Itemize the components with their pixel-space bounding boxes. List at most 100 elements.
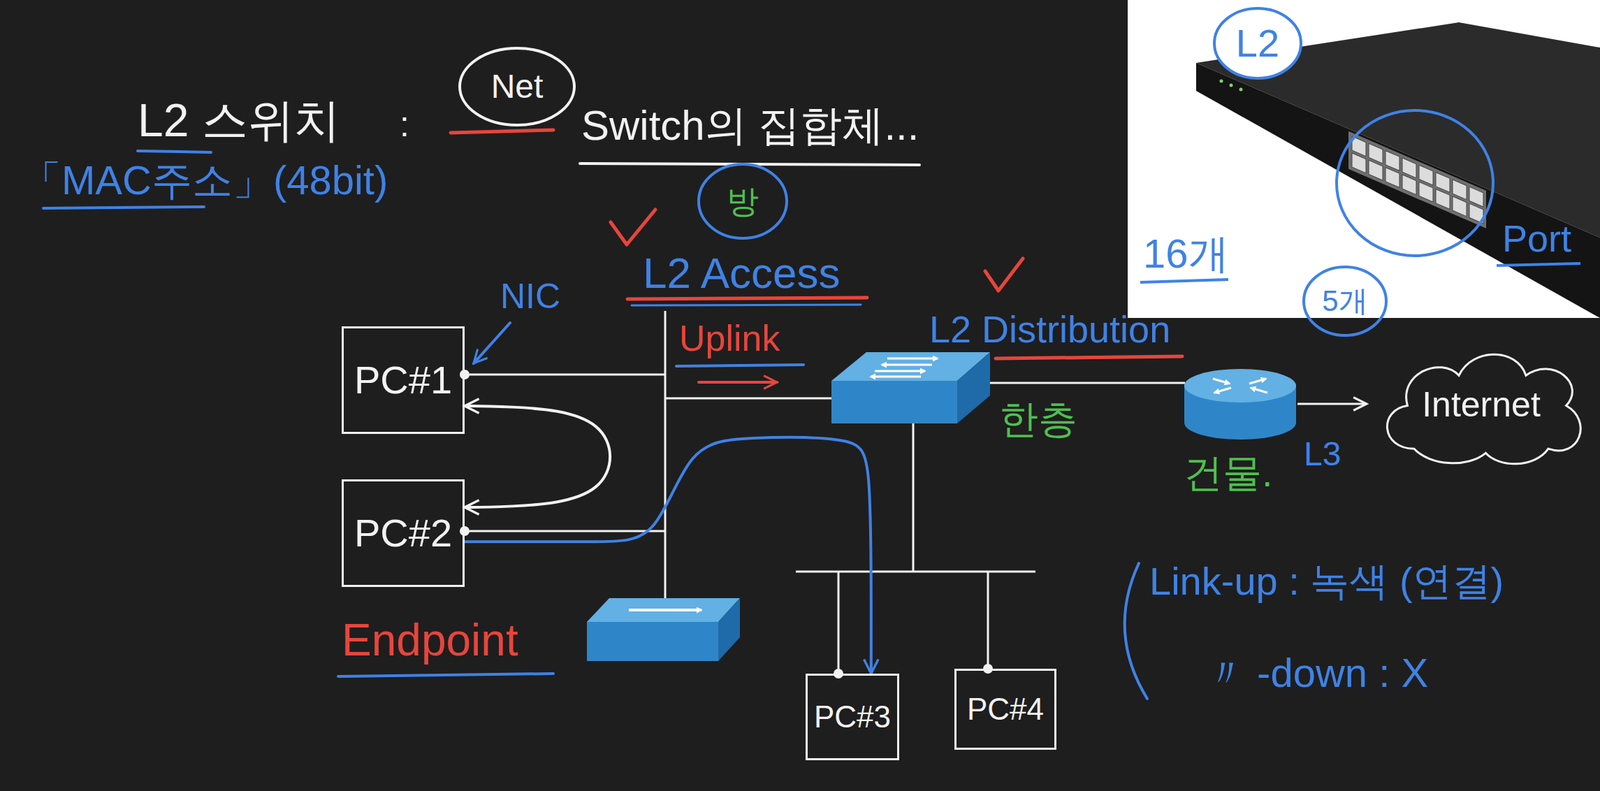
router-icon (1184, 368, 1297, 440)
node-text: Net (491, 67, 544, 106)
underline (1496, 263, 1581, 266)
switch-led (1219, 79, 1224, 84)
circled-note: 5개 (1301, 264, 1389, 338)
router-top (1184, 368, 1297, 403)
underline (631, 304, 861, 306)
icon-arrow (881, 364, 933, 367)
wire (912, 423, 915, 572)
scope-note: 한층 (999, 396, 1078, 442)
icon-side (957, 352, 991, 424)
endpoint-label: Endpoint (341, 614, 519, 667)
port-count: 16개 (1143, 230, 1229, 278)
icon-arrow (1214, 387, 1232, 393)
wire (464, 530, 666, 533)
node-text: Internet (1421, 384, 1541, 426)
network-wires (464, 310, 1367, 674)
wire (987, 571, 990, 669)
wire (795, 570, 1036, 573)
underline (1140, 279, 1229, 283)
circled-note: Net (457, 46, 577, 128)
circle-stroke (698, 164, 787, 239)
access-switch-icon (586, 598, 740, 661)
layer-label: L2 Access (642, 248, 841, 298)
leader-arrow (473, 322, 511, 364)
node-text: 방 (726, 183, 759, 221)
port (1368, 160, 1383, 181)
underline (137, 150, 212, 153)
pc-box: PC#1 (341, 326, 465, 434)
port (1402, 157, 1417, 179)
icon-arrow (1249, 378, 1267, 384)
underline (627, 297, 868, 300)
annotations (43, 129, 1183, 699)
icon-arrow (1212, 378, 1230, 384)
port (1385, 150, 1400, 172)
icon-top (586, 598, 740, 622)
underline (450, 129, 554, 133)
port-label: Port (1502, 216, 1572, 260)
switch-led (1239, 88, 1243, 92)
check-mark (985, 258, 1023, 291)
nic-dot (459, 369, 470, 380)
port (1469, 186, 1484, 207)
connectors (464, 405, 872, 674)
switch-led (1229, 83, 1234, 88)
nic-label: NIC (500, 276, 561, 318)
circled-note: 방 (696, 162, 789, 241)
port (1351, 153, 1366, 174)
status-note: 〃 -down : X (1205, 649, 1429, 697)
scope-note: 건물. (1183, 450, 1274, 496)
icon-arrow (887, 357, 938, 360)
node-text: PC#3 (813, 699, 891, 736)
underline (43, 206, 205, 209)
icon-side (718, 598, 740, 661)
switch-ports (1348, 131, 1487, 229)
port (1419, 164, 1434, 186)
heading-note: Switch의 집합체... (581, 101, 919, 150)
status-note: Link-up : 녹색 (연결) (1149, 558, 1504, 604)
wire (837, 571, 840, 674)
colon-mark: : (399, 104, 410, 146)
layer-label: L2 Distribution (929, 307, 1171, 351)
icon-front (586, 621, 719, 661)
icon-front (831, 380, 958, 424)
cloud-stroke (1386, 354, 1581, 464)
nic-dot (459, 526, 470, 536)
pc-box: PC#4 (954, 668, 1057, 750)
bracket (1124, 563, 1148, 699)
port (1435, 172, 1450, 193)
uplink-label: Uplink (679, 317, 781, 360)
check-mark (610, 209, 656, 245)
port-plate (1348, 131, 1487, 229)
node-text: PC#1 (354, 357, 453, 403)
underline (338, 673, 554, 677)
internet-cloud: Internet (1369, 340, 1594, 471)
flow-arrow (464, 405, 610, 508)
port (1452, 179, 1467, 200)
wire (990, 382, 1185, 385)
internet-arrow (1297, 403, 1367, 406)
circle-stroke (459, 48, 575, 126)
wire (664, 310, 667, 599)
port (1368, 143, 1383, 164)
node-text: 5개 (1321, 284, 1368, 318)
icon-arrow (1250, 387, 1268, 393)
underline (676, 364, 804, 367)
pc-box: PC#3 (805, 673, 900, 761)
port (1385, 167, 1400, 188)
wire (665, 397, 832, 400)
uplink-arrow (698, 380, 777, 384)
switch-front (1196, 62, 1600, 318)
port (1419, 181, 1434, 202)
icon-arrow (628, 608, 702, 612)
circle-stroke (1303, 266, 1387, 336)
node-text: PC#2 (354, 510, 453, 556)
distribution-switch-icon (831, 352, 991, 424)
heading-text: L2 스위치 (137, 94, 341, 148)
circle-stroke (1214, 8, 1301, 79)
node-text: PC#4 (966, 691, 1044, 728)
wire (464, 373, 666, 376)
underline (995, 356, 1183, 359)
port (1435, 189, 1450, 210)
